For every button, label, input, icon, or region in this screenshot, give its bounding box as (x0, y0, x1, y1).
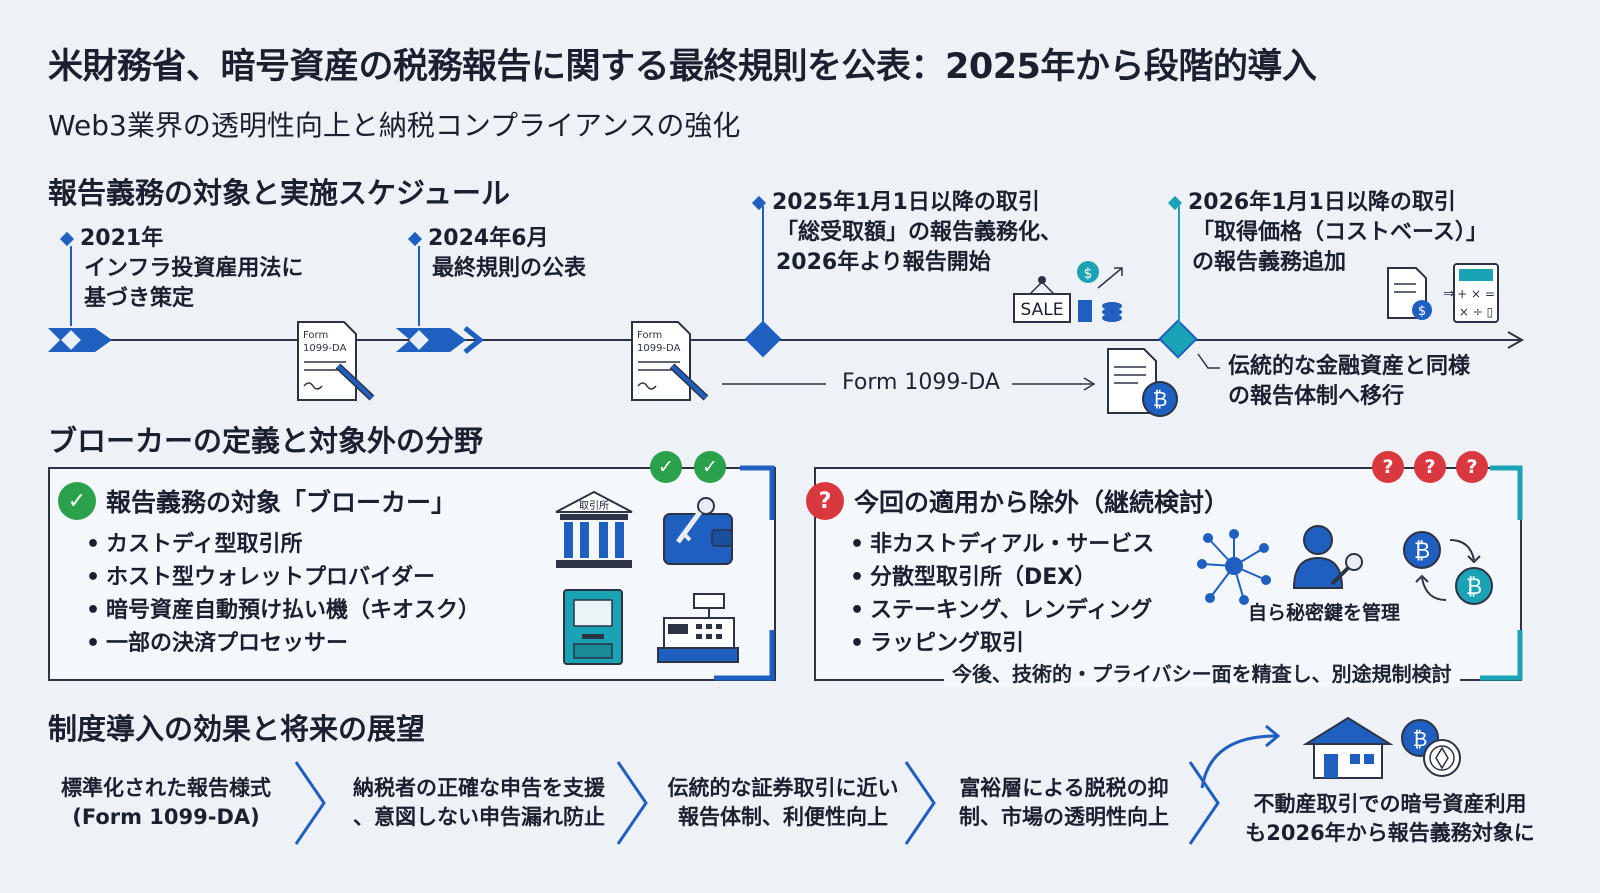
real-estate-house-icon (1302, 716, 1394, 779)
svg-text:⇒: ⇒ (1443, 286, 1455, 302)
list-item: ラッピング取引 (844, 627, 1154, 660)
exchange-building-icon: 取引所 (555, 490, 633, 568)
question-icon: ? (1414, 451, 1446, 483)
effect-step-2: 納税者の正確な申告を支援、意図しない申告漏れ防止 (353, 776, 605, 829)
list-item: ホスト型ウォレットプロバイダー (80, 561, 480, 594)
chevron-right-icon (1188, 761, 1220, 845)
check-icon: ✓ (694, 451, 726, 483)
included-title: ✓ 報告義務の対象「ブローカー」 (58, 482, 456, 520)
effect-step-1: 標準化された報告様式(Form 1099-DA) (61, 776, 271, 829)
list-item: 分散型取引所（DEX） (844, 561, 1154, 594)
payment-processor-register-icon (657, 593, 739, 663)
person-key-icon (1292, 525, 1363, 589)
cost-basis-calculator-icon: $ ⇒ + × = × ÷ ▯ (1387, 263, 1499, 323)
curved-arrow-icon (1200, 724, 1281, 789)
svg-text:$: $ (1418, 304, 1426, 319)
svg-text:₿: ₿ (1466, 575, 1482, 600)
question-circle-icon: ? (806, 482, 844, 520)
brokers-heading: ブローカーの定義と対象外の分野 (48, 424, 484, 458)
excluded-note: 今後、技術的・プライバシー面を精査し、別途規制検討 (944, 658, 1460, 687)
effect-step-4: 富裕層による脱税の抑制、市場の透明性向上 (959, 776, 1169, 829)
crypto-kiosk-icon (563, 589, 623, 665)
question-icon: ? (1372, 451, 1404, 483)
event-2024: 2024年6月 最終規則の公表 (407, 224, 586, 284)
timeline (48, 319, 1525, 359)
included-panel-accent (714, 465, 775, 681)
included-check-badges: ✓ ✓ (650, 451, 726, 483)
event-2021: 2021年 インフラ投資雇用法に 基づき策定 (59, 224, 303, 314)
wallet-key-icon (663, 497, 733, 565)
form-icon-line-1: Form (637, 330, 662, 341)
svg-text:₿: ₿ (1413, 727, 1428, 751)
connector-2021 (70, 246, 72, 326)
form-document-icon-2: Form 1099-DA (631, 321, 709, 401)
included-list: カストディ型取引所 ホスト型ウォレットプロバイダー 暗号資産自動預け払い機（キオ… (80, 528, 480, 660)
crypto-coins-icon: ₿ (1401, 719, 1461, 777)
migration-connector (1197, 353, 1220, 369)
effects-heading: 制度導入の効果と将来の展望 (48, 712, 426, 746)
excluded-title: ? 今回の適用から除外（継続検討） (806, 482, 1229, 520)
timeline-marker-2025 (744, 320, 782, 358)
question-icon: ? (1456, 451, 1488, 483)
chevron-right-icon (294, 761, 326, 845)
timeline-arrow (1507, 331, 1525, 349)
migration-note: 伝統的な金融資産と同様 の報告体制へ移行 (1228, 354, 1471, 409)
event-2026: 2026年1月1日以降の取引 「取得価格（コストベース）」 の報告義務追加 (1167, 188, 1488, 278)
excluded-panel-accent (1480, 465, 1523, 681)
form-icon-line-1: Form (303, 330, 328, 341)
timeline-marker-2024 (396, 326, 485, 354)
svg-text:₿: ₿ (1414, 539, 1430, 564)
exchange-sign: 取引所 (579, 500, 609, 512)
connector-2026 (1178, 206, 1180, 326)
check-circle-icon: ✓ (58, 482, 96, 520)
excluded-list: 非カストディアル・サービス 分散型取引所（DEX） ステーキング、レンディング … (844, 528, 1154, 660)
event-2025: 2025年1月1日以降の取引 「総受取額」の報告義務化、 2026年より報告開始 (751, 188, 1062, 278)
form-icon-line-2: 1099-DA (303, 343, 347, 354)
list-item: ステーキング、レンディング (844, 594, 1154, 627)
bitcoin-document-icon: ₿ (1107, 348, 1178, 417)
check-icon: ✓ (650, 451, 682, 483)
private-key-caption: 自ら秘密鍵を管理 (1248, 602, 1401, 624)
svg-text:₿: ₿ (1153, 387, 1168, 411)
chevron-right-icon (904, 761, 936, 845)
page-title: 米財務省、暗号資産の税務報告に関する最終規則を公表：2025年から段階的導入 (48, 47, 1317, 87)
chevron-right-icon (616, 761, 648, 845)
form-document-icon: Form 1099-DA (297, 321, 375, 401)
sale-label: SALE (1021, 300, 1064, 320)
wrapping-swap-icon: ₿ ₿ (1403, 531, 1493, 605)
effect-step-3: 伝統的な証券取引に近い報告体制、利便性向上 (667, 776, 899, 829)
list-item: 非カストディアル・サービス (844, 528, 1154, 561)
form-flow-arrows (722, 377, 1096, 391)
form-icon-line-2: 1099-DA (637, 343, 681, 354)
list-item: 一部の決済プロセッサー (80, 627, 480, 660)
list-item: 暗号資産自動預け払い機（キオスク） (80, 594, 480, 627)
svg-text:+ × =: + × = (1457, 287, 1495, 301)
connector-2025 (762, 206, 764, 326)
excluded-question-badges: ? ? ? (1372, 451, 1488, 483)
connector-2024 (418, 246, 420, 326)
page-subtitle: Web3業界の透明性向上と納税コンプライアンスの強化 (48, 109, 741, 142)
schedule-heading: 報告義務の対象と実施スケジュール (48, 176, 510, 210)
decentralized-network-icon (1197, 529, 1271, 605)
svg-text:$: $ (1084, 266, 1093, 282)
form-flow-label: Form 1099-DA (842, 370, 1000, 395)
list-item: カストディ型取引所 (80, 528, 480, 561)
svg-text:× ÷ ▯: × ÷ ▯ (1459, 305, 1493, 319)
timeline-marker-2026 (1158, 319, 1198, 359)
timeline-marker-2021 (48, 328, 112, 352)
sale-growth-icon: SALE $ (1013, 261, 1123, 323)
effect-step-5: 不動産取引での暗号資産利用も2026年から報告義務対象に (1245, 792, 1535, 845)
